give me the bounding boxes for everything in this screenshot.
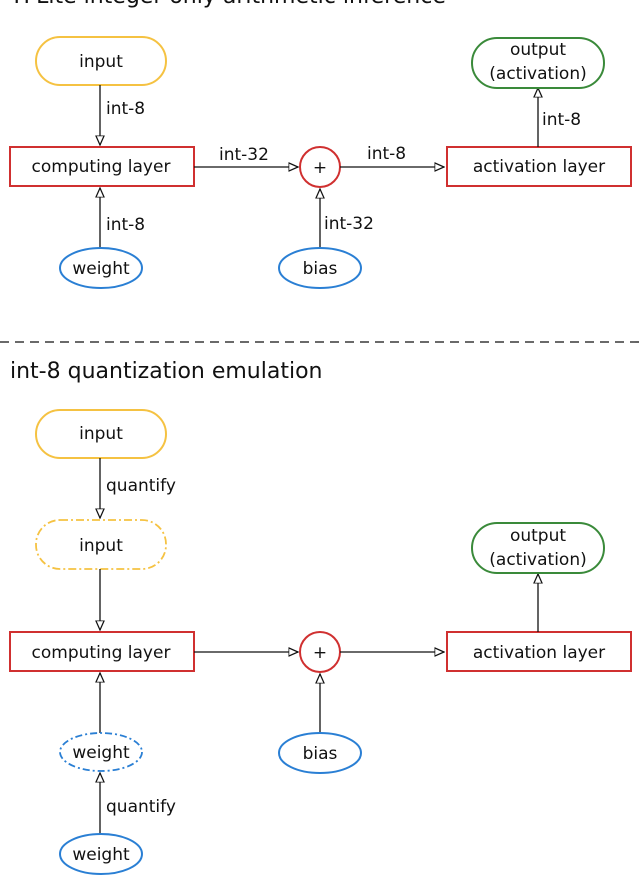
bottom-computing-label: computing layer (32, 643, 171, 663)
bottom-edge-label-input-quantify: quantify (106, 476, 176, 496)
top-add-label: + (313, 158, 327, 178)
bottom-output-label-2: (activation) (489, 550, 586, 570)
bottom-quantized-input-label: input (79, 536, 123, 556)
bottom-bias-node: bias (278, 732, 362, 774)
top-heading: TFLite integer-only arithmetic inference (9, 0, 446, 9)
top-edge-label-compute-add: int-32 (219, 145, 269, 165)
bottom-add-node: + (299, 631, 341, 673)
top-computing-label: computing layer (32, 157, 171, 177)
top-bias-node: bias (278, 247, 362, 289)
bottom-heading: int-8 quantization emulation (10, 359, 323, 384)
bottom-quantized-weight-node: weight (59, 732, 143, 772)
top-output-label-2: (activation) (489, 64, 586, 84)
bottom-input-node: input (35, 409, 167, 459)
bottom-bias-label: bias (303, 744, 338, 764)
top-input-label: input (79, 52, 123, 72)
top-edge-label-bias: int-32 (324, 214, 374, 234)
bottom-quantized-input-node: input (35, 519, 167, 570)
bottom-activation-label: activation layer (473, 643, 605, 663)
bottom-output-label-1: output (510, 526, 566, 546)
top-edge-label-input: int-8 (106, 99, 145, 119)
bottom-computing-layer-node: computing layer (9, 631, 195, 672)
top-output-node: output (activation) (471, 37, 605, 89)
top-edge-label-activation-output: int-8 (542, 110, 581, 130)
top-input-node: input (35, 36, 167, 86)
top-weight-node: weight (59, 247, 143, 289)
bottom-weight-label: weight (72, 845, 130, 865)
top-output-label-1: output (510, 40, 566, 60)
bottom-output-node: output (activation) (471, 522, 605, 574)
bottom-input-label: input (79, 424, 123, 444)
bottom-weight-node: weight (59, 833, 143, 875)
top-bias-label: bias (303, 259, 338, 279)
top-activation-label: activation layer (473, 157, 605, 177)
top-weight-label: weight (72, 259, 130, 279)
top-edge-label-add-activation: int-8 (367, 144, 406, 164)
bottom-quantized-weight-label: weight (72, 743, 130, 763)
top-computing-layer-node: computing layer (9, 146, 195, 187)
top-edge-label-weight: int-8 (106, 215, 145, 235)
bottom-add-label: + (313, 643, 327, 663)
top-add-node: + (299, 146, 341, 188)
bottom-edge-label-weight-quantify: quantify (106, 797, 176, 817)
bottom-activation-layer-node: activation layer (446, 631, 632, 672)
top-activation-layer-node: activation layer (446, 146, 632, 187)
